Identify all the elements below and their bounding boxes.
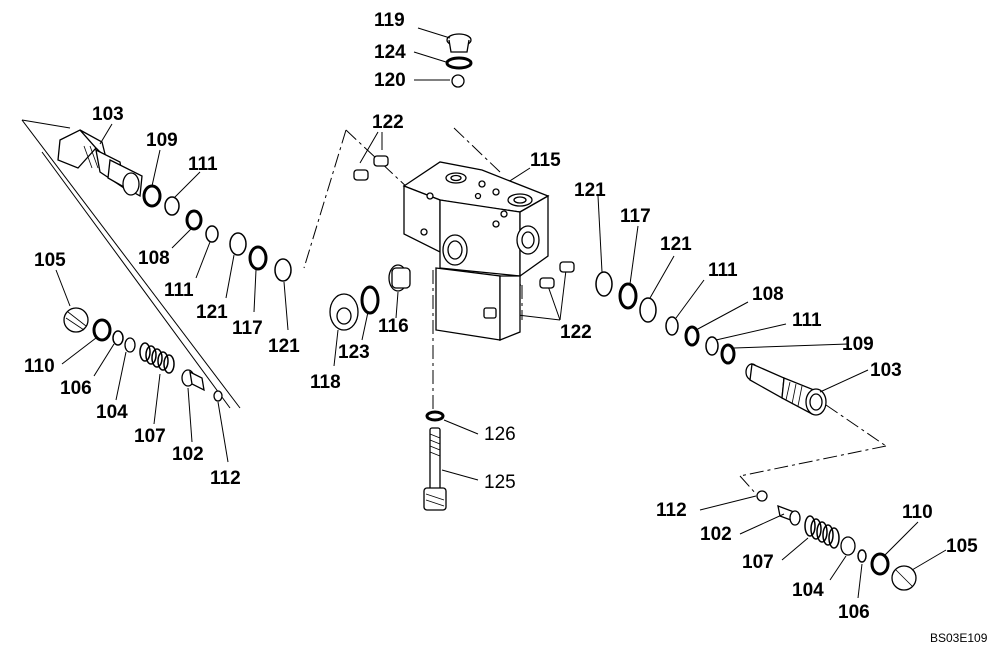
callout-117-right: 117 xyxy=(620,206,651,227)
callout-110-left: 110 xyxy=(24,356,55,377)
seal-rings-right xyxy=(595,271,736,365)
callout-104-left: 104 xyxy=(96,402,128,423)
callout-124: 124 xyxy=(374,42,406,63)
spring-right xyxy=(804,515,840,549)
relief-subparts-right xyxy=(756,490,917,591)
callout-111-left-b: 111 xyxy=(164,280,194,301)
callout-116: 116 xyxy=(378,316,409,337)
relief-subparts-left xyxy=(63,307,223,402)
callout-121-left-a: 121 xyxy=(196,302,228,323)
relief-valve-cartridge-right xyxy=(745,363,827,416)
leader-lines xyxy=(55,27,947,599)
callout-111-right-b: 111 xyxy=(792,310,822,331)
callout-102-right: 102 xyxy=(700,524,732,545)
plugs-122 xyxy=(353,155,575,289)
callout-111-left-a: 111 xyxy=(188,154,218,175)
callout-107-right: 107 xyxy=(742,552,774,573)
callout-123: 123 xyxy=(338,342,370,363)
callout-108-right: 108 xyxy=(752,284,784,305)
drawing-code: BS03E109 xyxy=(930,631,988,645)
callout-122-top: 122 xyxy=(372,112,404,133)
callout-121-right-a: 121 xyxy=(574,180,606,201)
callout-103-left: 103 xyxy=(92,104,124,125)
callout-103-right: 103 xyxy=(870,360,902,381)
relief-valve-cartridge-left xyxy=(57,129,143,198)
callout-119: 119 xyxy=(374,10,405,31)
callout-115: 115 xyxy=(530,150,561,171)
callout-109-left: 109 xyxy=(146,130,178,151)
callout-104-right: 104 xyxy=(792,580,824,601)
assembly-lines xyxy=(21,119,887,496)
callout-107-left: 107 xyxy=(134,426,166,447)
callout-111-right-a: 111 xyxy=(708,260,738,281)
callout-106-right: 106 xyxy=(838,602,870,623)
callout-120: 120 xyxy=(374,70,406,91)
callout-112-left: 112 xyxy=(210,468,241,489)
callout-108-left: 108 xyxy=(138,248,170,269)
callout-110-right: 110 xyxy=(902,502,933,523)
callout-118: 118 xyxy=(310,372,341,393)
callout-106-left: 106 xyxy=(60,378,92,399)
spring-left xyxy=(139,342,175,374)
callout-122-bottom: 122 xyxy=(560,322,592,343)
callout-102-left: 102 xyxy=(172,444,204,465)
callout-117-left: 117 xyxy=(232,318,263,339)
callout-109-right: 109 xyxy=(842,334,874,355)
callout-105-left: 105 xyxy=(34,250,66,271)
callout-labels: 119 124 120 103 109 111 122 115 108 111 … xyxy=(24,10,988,645)
callout-112-right: 112 xyxy=(656,500,687,521)
top-plug-assembly xyxy=(445,33,473,88)
callout-105-right: 105 xyxy=(946,536,978,557)
callout-121-left-b: 121 xyxy=(268,336,300,357)
callout-121-right-b: 121 xyxy=(660,234,692,255)
plug-118-group xyxy=(329,264,411,331)
valve-body xyxy=(402,161,550,341)
callout-125: 125 xyxy=(484,472,516,493)
bolt-assembly xyxy=(423,410,447,511)
callout-126: 126 xyxy=(484,424,516,445)
